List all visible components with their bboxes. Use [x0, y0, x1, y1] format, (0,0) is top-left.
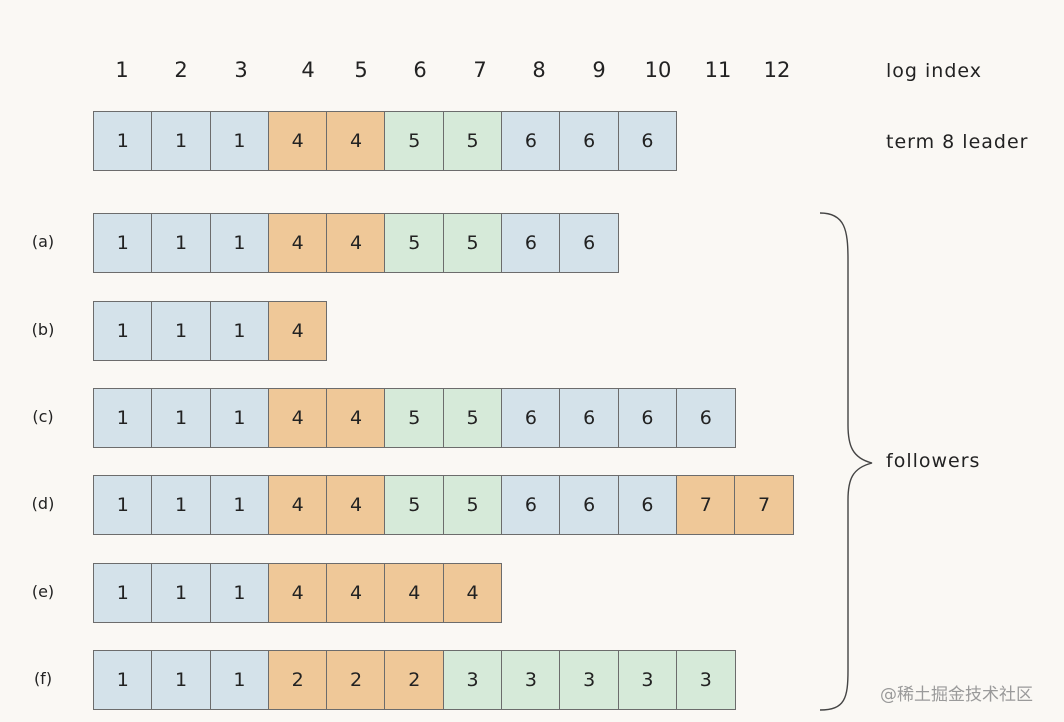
- followers-label: followers: [886, 450, 981, 472]
- log-entry: 1: [93, 111, 153, 171]
- log-index-number: 7: [473, 58, 487, 82]
- log-entry: 4: [267, 111, 328, 171]
- log-entry: 4: [267, 301, 328, 361]
- log-entry: 3: [501, 650, 561, 710]
- log-entry: 7: [734, 475, 794, 535]
- log-index-number: 1: [115, 58, 129, 82]
- log-index-number: 2: [174, 58, 188, 82]
- log-entry: 4: [267, 563, 328, 623]
- log-entry: 1: [93, 563, 153, 623]
- log-index-number: 10: [644, 58, 672, 82]
- log-entry: 6: [501, 475, 561, 535]
- log-entry: 7: [675, 475, 736, 535]
- log-entry: 5: [442, 388, 503, 448]
- log-entry: 1: [93, 213, 153, 273]
- log-entry: 3: [442, 650, 503, 710]
- log-entry: 1: [93, 475, 153, 535]
- log-index-number: 3: [234, 58, 248, 82]
- follower-row-label: (c): [32, 407, 54, 426]
- log-index-number: 5: [354, 58, 368, 82]
- follower-row-label: (d): [31, 494, 55, 513]
- log-entry: 4: [326, 563, 386, 623]
- log-entry: 1: [209, 475, 270, 535]
- log-index-number: 11: [704, 58, 732, 82]
- log-entry: 6: [617, 111, 678, 171]
- log-entry: 6: [617, 388, 678, 448]
- log-entry: 1: [151, 388, 211, 448]
- follower-row-label: (e): [31, 582, 55, 601]
- log-index-number: 12: [763, 58, 791, 82]
- log-entry: 5: [384, 475, 445, 535]
- log-entry: 1: [209, 111, 270, 171]
- log-entry: 3: [675, 650, 736, 710]
- log-entry: 1: [93, 388, 153, 448]
- log-entry: 4: [384, 563, 445, 623]
- log-entry: 1: [93, 301, 153, 361]
- log-entry: 4: [326, 111, 386, 171]
- log-entry: 1: [151, 213, 211, 273]
- log-entry: 6: [617, 475, 678, 535]
- log-index-number: 4: [301, 58, 315, 82]
- log-entry: 5: [384, 388, 445, 448]
- log-entry: 4: [267, 475, 328, 535]
- log-entry: 2: [384, 650, 445, 710]
- log-entry: 6: [559, 475, 619, 535]
- log-entry: 4: [326, 388, 386, 448]
- log-entry: 6: [559, 388, 619, 448]
- log-index-number: 9: [592, 58, 606, 82]
- log-entry: 5: [442, 111, 503, 171]
- log-index-label: log index: [886, 60, 982, 82]
- log-entry: 1: [151, 563, 211, 623]
- follower-row-label: (f): [33, 669, 53, 688]
- follower-row-label: (b): [31, 320, 55, 339]
- log-entry: 2: [267, 650, 328, 710]
- log-index-number: 8: [532, 58, 546, 82]
- watermark: @稀土掘金技术社区: [880, 685, 1033, 705]
- log-entry: 6: [559, 213, 619, 273]
- log-entry: 1: [151, 301, 211, 361]
- log-entry: 5: [384, 111, 445, 171]
- log-entry: 4: [267, 388, 328, 448]
- log-entry: 1: [151, 475, 211, 535]
- log-entry: 1: [209, 650, 270, 710]
- log-entry: 5: [442, 213, 503, 273]
- log-entry: 6: [675, 388, 736, 448]
- leader-label: term 8 leader: [886, 131, 1029, 153]
- log-entry: 4: [267, 213, 328, 273]
- log-index-number: 6: [413, 58, 427, 82]
- log-entry: 1: [209, 301, 270, 361]
- log-entry: 1: [151, 111, 211, 171]
- log-entry: 1: [151, 650, 211, 710]
- log-entry: 6: [501, 388, 561, 448]
- log-entry: 4: [326, 213, 386, 273]
- log-entry: 1: [93, 650, 153, 710]
- follower-row-label: (a): [31, 232, 55, 251]
- log-entry: 4: [326, 475, 386, 535]
- log-entry: 3: [559, 650, 619, 710]
- log-entry: 6: [559, 111, 619, 171]
- log-entry: 4: [442, 563, 503, 623]
- log-entry: 3: [617, 650, 678, 710]
- log-entry: 2: [326, 650, 386, 710]
